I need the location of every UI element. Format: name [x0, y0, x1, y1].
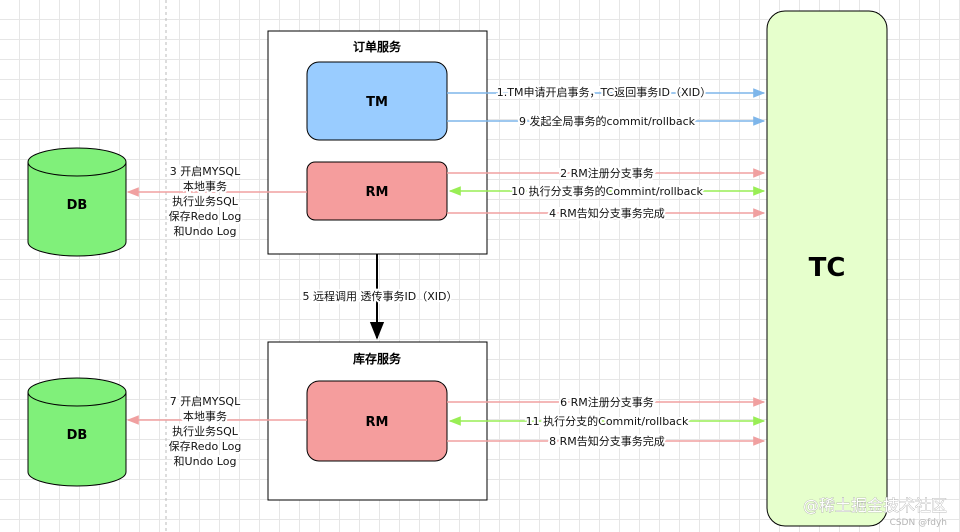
note-inventory-line: 7 开启MYSQL: [170, 395, 241, 408]
tc-label: TC: [809, 253, 846, 283]
note-inventory-line: 本地事务: [183, 409, 227, 423]
note-order-line: 3 开启MYSQL: [170, 165, 241, 178]
order-rm-label: RM: [366, 185, 389, 200]
note-inventory-line: 执行业务SQL: [172, 424, 239, 438]
db-bottom-label: DB: [67, 428, 88, 443]
order-rm-box: [306, 161, 448, 221]
edge-label-e9: 9 发起全局事务的commit/rollback: [519, 114, 696, 128]
tc-box: [766, 10, 888, 527]
db-top-label: DB: [67, 198, 88, 213]
note-order-line: 和Undo Log: [174, 225, 237, 238]
edge-label-e1: 1.TM申请开启事务，TC返回事务ID（XID）: [497, 86, 711, 99]
inventory-service-title: 库存服务: [353, 351, 402, 366]
note-order: 3 开启MYSQL 本地事务 执行业务SQL 保存Redo Log 和Undo …: [167, 163, 244, 240]
edge-label-e2: 2 RM注册分支事务: [560, 166, 654, 180]
inventory-rm-box: [306, 380, 448, 462]
watermark-sub: CSDN @fdyh: [890, 518, 947, 528]
edge-label-e5: 5 远程调用 透传事务ID（XID）: [303, 290, 458, 303]
db-bottom-cylinder: [27, 377, 127, 487]
note-order-line: 执行业务SQL: [172, 194, 239, 208]
edge-label-e6: 6 RM注册分支事务: [560, 395, 654, 409]
edge-label-e10: 10 执行分支事务的Commint/rollback: [511, 184, 703, 198]
note-inventory: 7 开启MYSQL 本地事务 执行业务SQL 保存Redo Log 和Undo …: [167, 393, 244, 470]
edge-label-e4: 4 RM告知分支事务完成: [549, 206, 665, 220]
watermark-main: @稀土掘金技术社区: [803, 496, 947, 515]
note-inventory-line: 和Undo Log: [174, 455, 237, 468]
tm-label: TM: [366, 95, 388, 110]
note-inventory-line: 保存Redo Log: [169, 439, 242, 453]
inventory-rm-label: RM: [366, 415, 389, 430]
order-service-title: 订单服务: [353, 39, 402, 54]
edge-label-e8: 8 RM告知分支事务完成: [549, 434, 665, 448]
db-top-cylinder: [27, 147, 127, 257]
tm-box: [306, 61, 448, 141]
note-order-line: 保存Redo Log: [169, 209, 242, 223]
note-order-line: 本地事务: [183, 179, 227, 193]
edge-label-e11: 11 执行分支的Commit/rollback: [526, 414, 689, 428]
